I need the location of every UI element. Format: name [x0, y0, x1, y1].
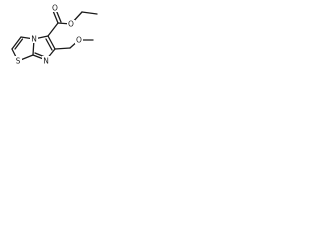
atom-label-o-ether: O	[76, 36, 82, 45]
atom-label-o-ester: O	[68, 20, 74, 29]
atom-label-o-carbonyl: O	[52, 4, 58, 13]
bond-c2-c3-double	[14, 38, 24, 50]
atom-label-n-ring: N	[43, 57, 49, 66]
methoxymethyl-group	[54, 39, 94, 50]
atom-label-s: S	[16, 57, 21, 66]
bond-c5-c6-double	[45, 38, 53, 51]
bond-c5-c6	[47, 35, 56, 50]
atom-label-n-bridge: N	[31, 35, 37, 44]
bond-ch2-ch3	[81, 11, 98, 15]
atom-labels: S N N O O O	[14, 3, 83, 66]
bond-c5-carbonyl	[47, 22, 59, 37]
molecule-structure-diagram: S N N O O O	[11, 3, 98, 66]
atom-oxygen-carbonyl: O	[51, 3, 59, 13]
atom-oxygen-ester: O	[67, 20, 75, 29]
atom-sulfur: S	[14, 56, 22, 66]
atom-nitrogen-bridge: N	[30, 34, 38, 44]
bond-carbonyl-o-double-a	[52, 11, 59, 24]
atom-oxygen-ether: O	[75, 35, 83, 45]
bond-c2-c3	[11, 36, 22, 50]
bond-carbonyl-o-double-b	[55, 10, 62, 23]
bond-c6-ch2	[54, 47, 71, 50]
atom-nitrogen-ring: N	[42, 56, 50, 66]
